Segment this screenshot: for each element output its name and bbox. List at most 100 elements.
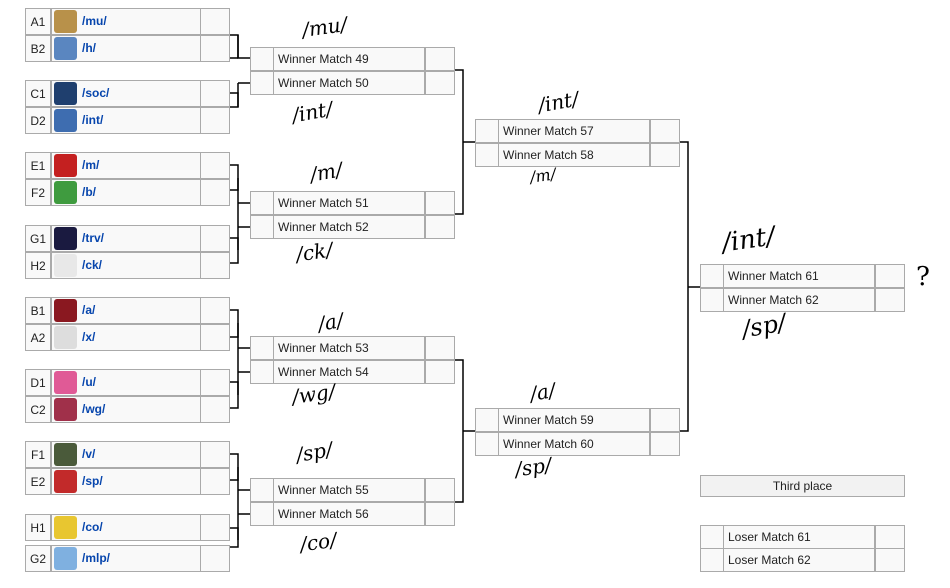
quarterfinal-score-bottom xyxy=(425,71,455,95)
third-place-team-top[interactable]: Loser Match 61 xyxy=(723,525,875,549)
semifinal-score-bottom xyxy=(650,143,680,167)
team-name-link[interactable]: /b/ xyxy=(82,185,96,199)
mu-board-icon xyxy=(54,10,77,33)
handwritten-note: /co/ xyxy=(298,527,339,557)
m-board-icon xyxy=(54,154,77,177)
score-cell xyxy=(200,179,230,206)
team-name-link[interactable]: /int/ xyxy=(82,113,104,127)
quarterfinal-team-bottom[interactable]: Winner Match 56 xyxy=(273,502,425,526)
team-entry[interactable]: /sp/ xyxy=(51,468,227,495)
semifinal-seed-bottom xyxy=(475,432,499,456)
quarterfinal-team-top[interactable]: Winner Match 49 xyxy=(273,47,425,71)
team-entry[interactable]: /wg/ xyxy=(51,396,227,423)
score-cell xyxy=(200,545,230,572)
team-name-link[interactable]: /co/ xyxy=(82,520,103,534)
team-entry[interactable]: /u/ xyxy=(51,369,227,396)
team-entry[interactable]: /m/ xyxy=(51,152,227,179)
quarterfinal-score-bottom xyxy=(425,215,455,239)
score-cell xyxy=(200,8,230,35)
team-name-link[interactable]: /m/ xyxy=(82,158,100,172)
semifinal-seed-top xyxy=(475,408,499,432)
third-place-score-bottom xyxy=(875,548,905,572)
handwritten-note: ? xyxy=(916,262,930,292)
quarterfinal-team-bottom[interactable]: Winner Match 52 xyxy=(273,215,425,239)
int-board-icon xyxy=(54,109,77,132)
seed-label: B1 xyxy=(25,297,51,324)
quarterfinal-team-bottom[interactable]: Winner Match 50 xyxy=(273,71,425,95)
quarterfinal-team-top[interactable]: Winner Match 53 xyxy=(273,336,425,360)
quarterfinal-seed-top xyxy=(250,191,274,215)
co-board-icon xyxy=(54,516,77,539)
seed-label: G1 xyxy=(25,225,51,252)
team-name-link[interactable]: /a/ xyxy=(82,303,96,317)
team-entry[interactable]: /int/ xyxy=(51,107,227,134)
team-entry[interactable]: /ck/ xyxy=(51,252,227,279)
score-cell xyxy=(200,468,230,495)
team-entry[interactable]: /a/ xyxy=(51,297,227,324)
quarterfinal-team-bottom[interactable]: Winner Match 54 xyxy=(273,360,425,384)
quarterfinal-score-top xyxy=(425,47,455,71)
semifinal-score-bottom xyxy=(650,432,680,456)
team-entry[interactable]: /mlp/ xyxy=(51,545,227,572)
semifinal-score-top xyxy=(650,119,680,143)
team-name-link[interactable]: /u/ xyxy=(82,375,96,389)
team-entry[interactable]: /b/ xyxy=(51,179,227,206)
quarterfinal-score-bottom xyxy=(425,360,455,384)
team-entry[interactable]: /soc/ xyxy=(51,80,227,107)
third-place-score-top xyxy=(875,525,905,549)
soc-board-icon xyxy=(54,82,77,105)
trv-board-icon xyxy=(54,227,77,250)
seed-label: F1 xyxy=(25,441,51,468)
quarterfinal-seed-bottom xyxy=(250,360,274,384)
semifinal-team-bottom[interactable]: Winner Match 58 xyxy=(498,143,650,167)
final-team-top[interactable]: Winner Match 61 xyxy=(723,264,875,288)
quarterfinal-score-top xyxy=(425,336,455,360)
team-name-link[interactable]: /v/ xyxy=(82,447,96,461)
quarterfinal-seed-bottom xyxy=(250,71,274,95)
seed-label: F2 xyxy=(25,179,51,206)
a-board-icon xyxy=(54,299,77,322)
team-name-link[interactable]: /ck/ xyxy=(82,258,103,272)
team-name-link[interactable]: /trv/ xyxy=(82,231,105,245)
score-cell xyxy=(200,396,230,423)
team-entry[interactable]: /x/ xyxy=(51,324,227,351)
semifinal-team-top[interactable]: Winner Match 59 xyxy=(498,408,650,432)
team-entry[interactable]: /trv/ xyxy=(51,225,227,252)
score-cell xyxy=(200,324,230,351)
score-cell xyxy=(200,297,230,324)
team-entry[interactable]: /h/ xyxy=(51,35,227,62)
team-entry[interactable]: /v/ xyxy=(51,441,227,468)
seed-label: A2 xyxy=(25,324,51,351)
score-cell xyxy=(200,35,230,62)
score-cell xyxy=(200,369,230,396)
seed-label: B2 xyxy=(25,35,51,62)
team-name-link[interactable]: /wg/ xyxy=(82,402,106,416)
quarterfinal-team-top[interactable]: Winner Match 51 xyxy=(273,191,425,215)
team-name-link[interactable]: /h/ xyxy=(82,41,96,55)
quarterfinal-seed-top xyxy=(250,336,274,360)
team-name-link[interactable]: /mlp/ xyxy=(82,551,111,565)
handwritten-note: /sp/ xyxy=(513,452,554,482)
quarterfinal-seed-bottom xyxy=(250,502,274,526)
seed-label: D1 xyxy=(25,369,51,396)
seed-label: D2 xyxy=(25,107,51,134)
score-cell xyxy=(200,441,230,468)
semifinal-team-bottom[interactable]: Winner Match 60 xyxy=(498,432,650,456)
semifinal-team-top[interactable]: Winner Match 57 xyxy=(498,119,650,143)
seed-label: C2 xyxy=(25,396,51,423)
score-cell xyxy=(200,152,230,179)
handwritten-note: /m/ xyxy=(528,164,558,187)
u-board-icon xyxy=(54,371,77,394)
quarterfinal-team-top[interactable]: Winner Match 55 xyxy=(273,478,425,502)
team-name-link[interactable]: /mu/ xyxy=(82,14,107,28)
final-team-bottom[interactable]: Winner Match 62 xyxy=(723,288,875,312)
team-name-link[interactable]: /soc/ xyxy=(82,86,110,100)
handwritten-note: /a/ xyxy=(528,377,558,407)
team-name-link[interactable]: /sp/ xyxy=(82,474,103,488)
score-cell xyxy=(200,225,230,252)
team-name-link[interactable]: /x/ xyxy=(82,330,96,344)
v-board-icon xyxy=(54,443,77,466)
third-place-team-bottom[interactable]: Loser Match 62 xyxy=(723,548,875,572)
seed-label: G2 xyxy=(25,545,51,572)
third-place-seed-bottom xyxy=(700,548,724,572)
